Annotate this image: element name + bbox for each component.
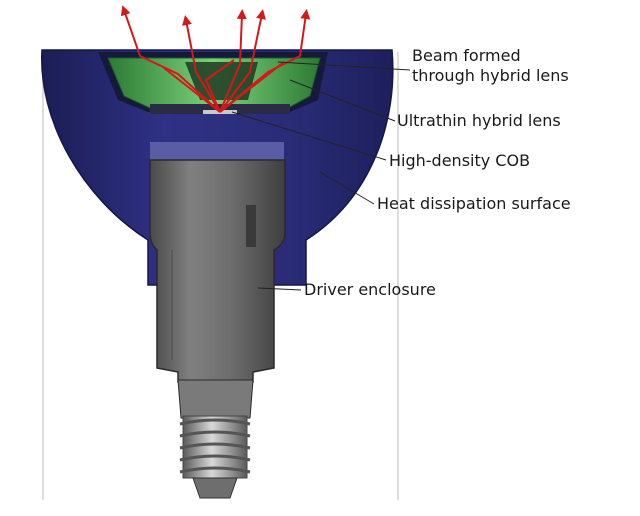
base-connector <box>177 379 254 419</box>
leader-driver <box>257 287 302 291</box>
label-high-density-cob: High-density COB <box>389 151 531 170</box>
driver-enclosure-body <box>149 159 286 383</box>
lens-holder <box>150 104 290 114</box>
screw-base-icon <box>179 415 251 499</box>
driver-clip <box>246 205 256 247</box>
label-beam-line2: through hybrid lens <box>412 66 569 85</box>
leader-cob <box>231 111 387 161</box>
leader-lines <box>231 61 411 291</box>
label-ultrathin-lens: Ultrathin hybrid lens <box>397 111 561 130</box>
label-driver-enclosure: Driver enclosure <box>304 280 436 299</box>
leader-beam <box>277 61 411 71</box>
label-beam-formed: Beam formed through hybrid lens <box>412 46 569 86</box>
housing-collar-highlight <box>150 142 284 164</box>
leader-lens <box>289 79 396 122</box>
label-heat-dissipation: Heat dissipation surface <box>377 194 571 213</box>
label-beam-line1: Beam formed <box>412 46 521 65</box>
lens-center-dark <box>185 62 258 100</box>
leader-heat <box>319 171 375 205</box>
beam-arrow-icon <box>120 5 311 113</box>
